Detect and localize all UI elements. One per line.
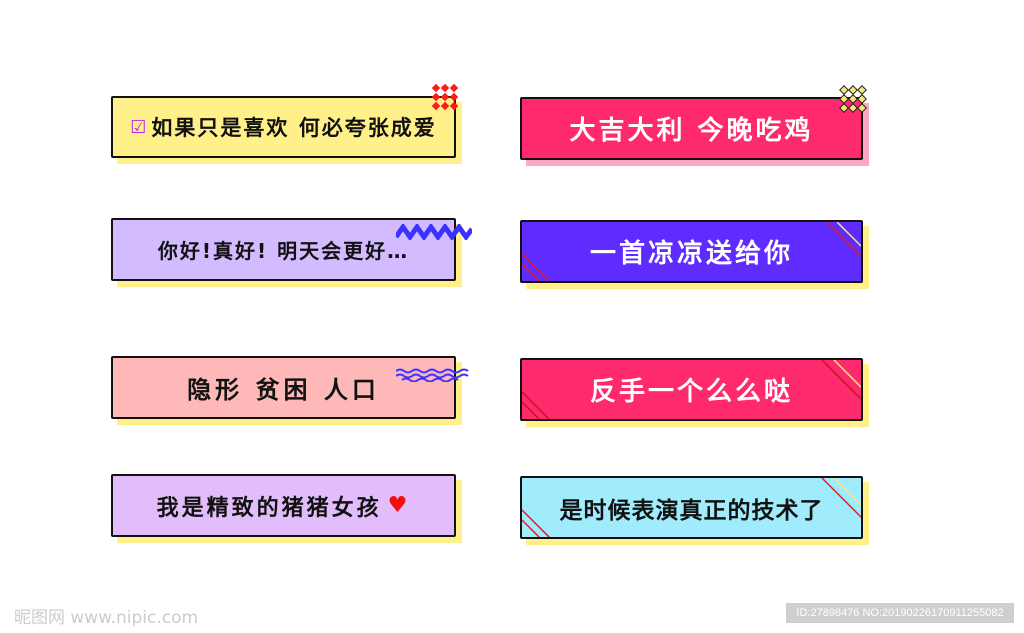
diamond-grid-icon [839,85,867,113]
label-box-1: ☑ 如果只是喜欢 何必夸张成爱 [111,84,458,158]
label-text: 隐形 贫困 人口 [187,376,380,404]
label-box-4: 我是精致的猪猪女孩 ♥ [111,474,456,537]
label-box-7: 反手一个么么哒 [520,358,863,421]
zigzag-icon [396,224,472,240]
watermark-site: 昵图网 www.nipic.com [14,608,199,628]
watermark-id: ID:27898476 NO:20190226170911255082 [786,603,1014,623]
label-box-3: 隐形 贫困 人口 [111,356,469,419]
checkbox-icon: ☑ [130,116,149,138]
label-box-5: 大吉大利 今晚吃鸡 [520,85,867,160]
label-box-2: 你好!真好! 明天会更好… [111,218,472,281]
label-text: 大吉大利 今晚吃鸡 [569,116,814,146]
label-text: 你好!真好! 明天会更好… [157,239,410,263]
label-text: 我是精致的猪猪女孩 [156,495,382,521]
label-text: 如果只是喜欢 何必夸张成爱 [151,116,437,140]
label-text: 是时候表演真正的技术了 [559,497,824,524]
heart-icon: ♥ [387,493,411,518]
label-text: 反手一个么么哒 [589,377,793,407]
label-text: 一首凉凉送给你 [589,239,793,269]
label-box-6: 一首凉凉送给你 [520,220,863,283]
label-box-8: 是时候表演真正的技术了 [520,476,863,539]
wave-lines-icon [396,368,469,382]
diamond-grid-icon [432,84,458,110]
